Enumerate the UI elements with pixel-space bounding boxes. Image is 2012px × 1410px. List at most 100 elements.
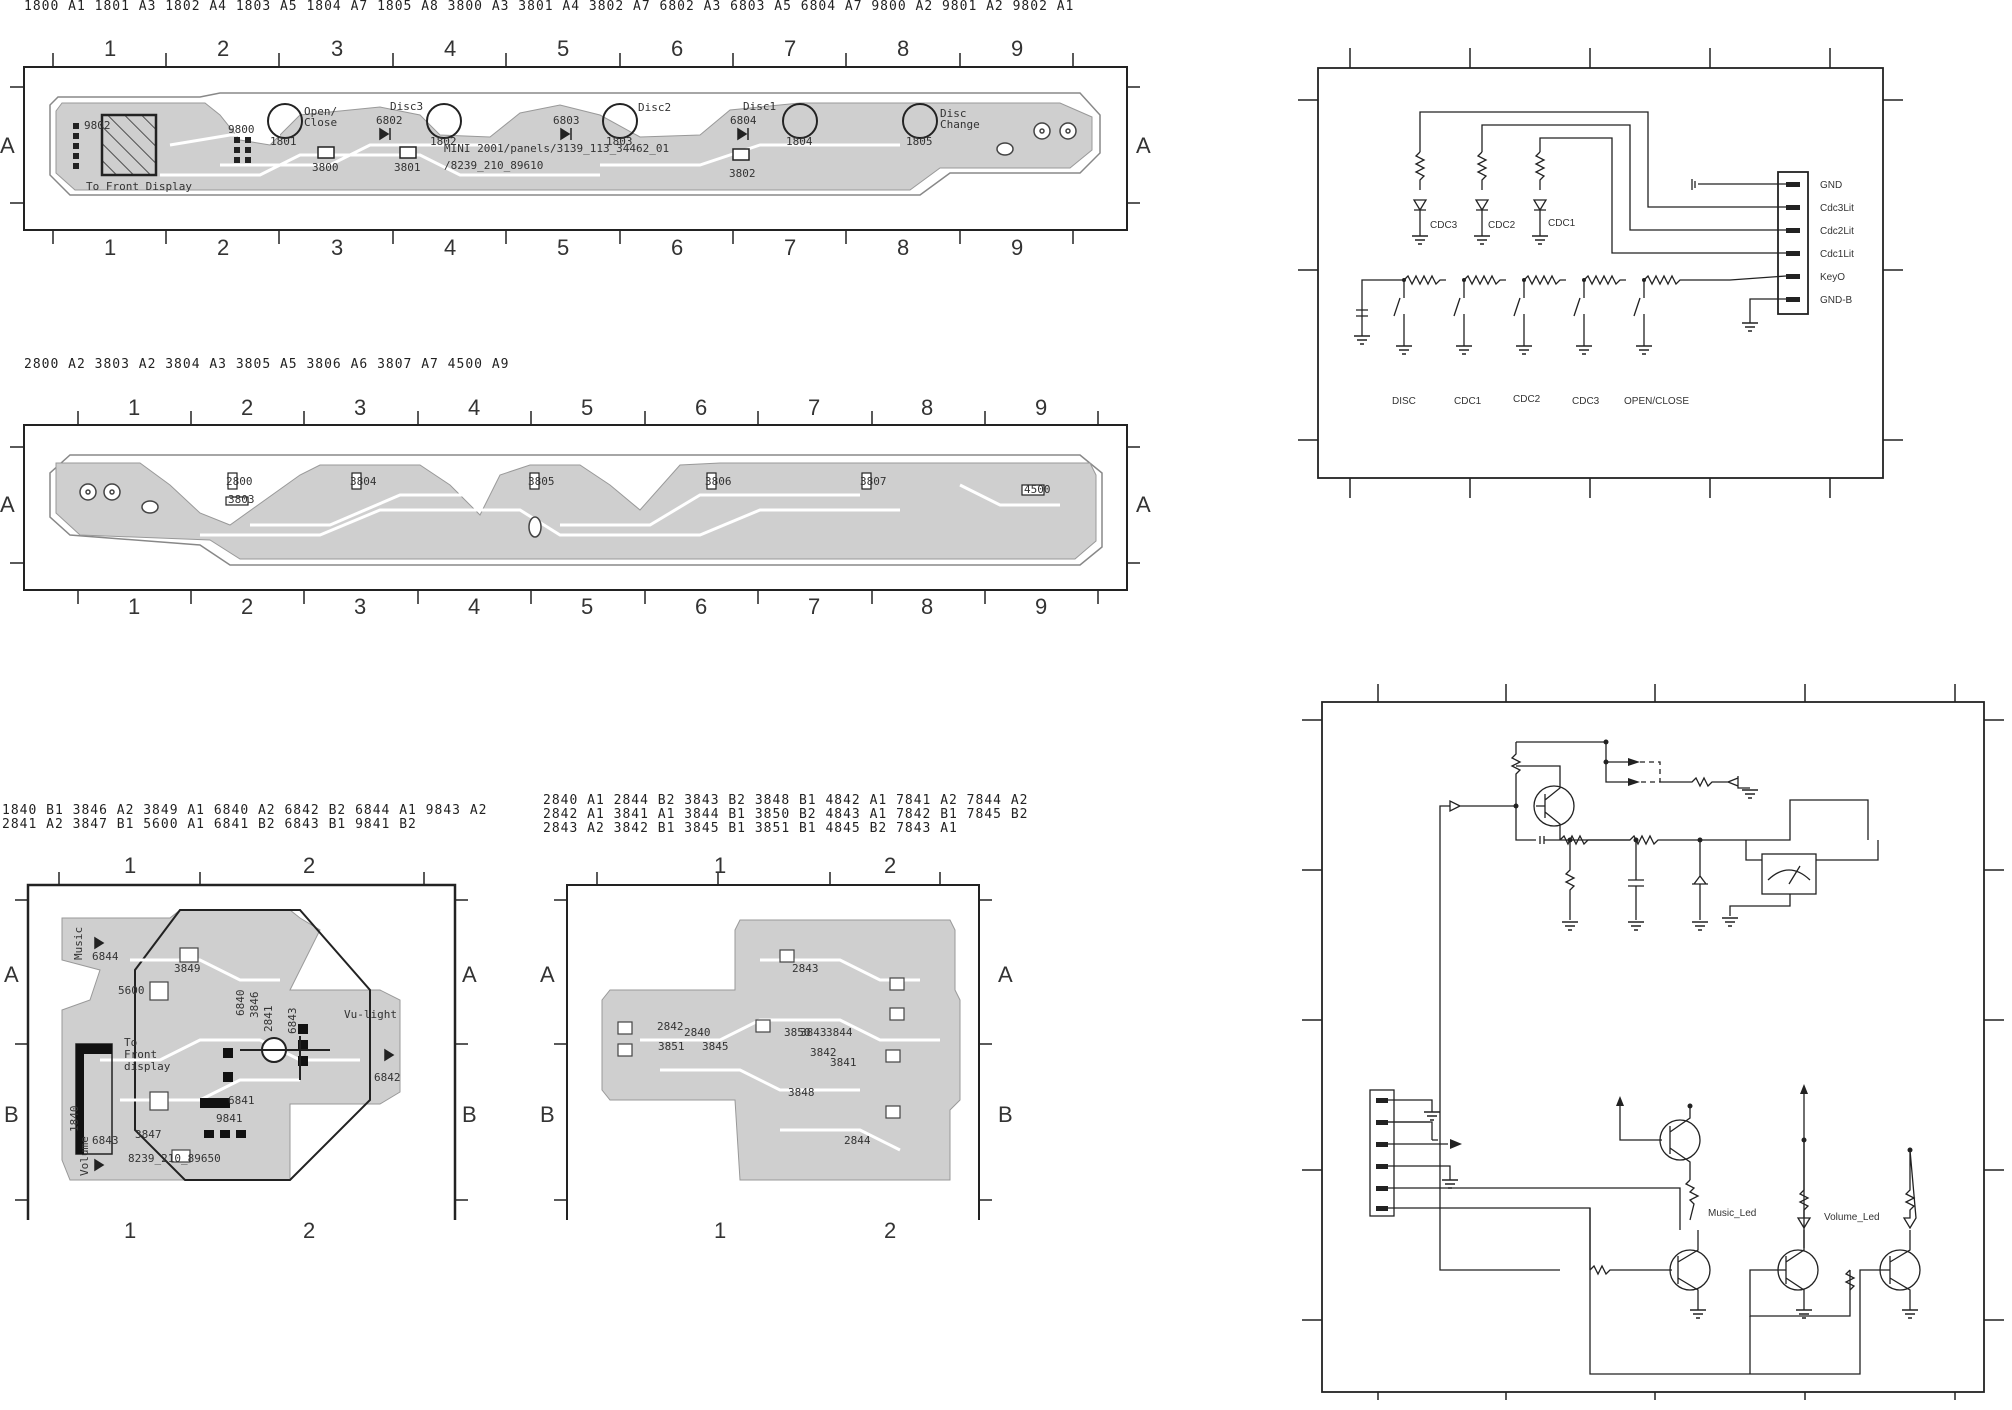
- b1-r1805: 1805: [906, 135, 933, 148]
- b2-col-bot-1: 1: [128, 594, 141, 619]
- s1-pin-gnd: GND: [1820, 180, 1842, 191]
- b1-col-bot-7: 7: [784, 235, 797, 260]
- b3-r6843b: 6843: [286, 1008, 299, 1035]
- b1-disc-change-1: Disc: [940, 107, 967, 120]
- b1-row-right-a: A: [1136, 133, 1151, 158]
- b4-r2844: 2844: [844, 1134, 871, 1147]
- board4-ref-list-2: 2842 A1 3841 A1 3844 B1 3850 B2 4843 A1 …: [543, 807, 1029, 822]
- b4-row-right-b: B: [998, 1102, 1013, 1127]
- b4-col-bot-1: 1: [714, 1218, 727, 1243]
- b3-to-front-2: Front: [124, 1048, 157, 1061]
- s1-sw-cdc2: CDC2: [1513, 394, 1541, 405]
- b4-r2840: 2840: [684, 1026, 711, 1039]
- b3-r3849: 3849: [174, 962, 201, 975]
- b3-col-top-2: 2: [303, 853, 316, 878]
- b4-r3844: 3844: [826, 1026, 853, 1039]
- s1-led-cdc2: CDC2: [1488, 220, 1516, 231]
- b3-col-top-1: 1: [124, 853, 137, 878]
- b1-r3800: 3800: [312, 161, 339, 174]
- board1-svg: Open/ Close Disc3 Disc2 Disc1 Disc Chang…: [10, 53, 1140, 244]
- b3-row-left-b: B: [4, 1102, 19, 1127]
- b1-r1803: 1803: [606, 135, 633, 148]
- b4-r2842: 2842: [657, 1020, 684, 1033]
- board3-ref-list-1: 1840 B1 3846 A2 3849 A1 6840 A2 6842 B2 …: [2, 803, 488, 818]
- b1-col-bot-2: 2: [217, 235, 230, 260]
- b2-col-top-9: 9: [1035, 395, 1048, 420]
- b3-r3846: 3846: [248, 992, 261, 1019]
- b2-col-top-1: 1: [128, 395, 141, 420]
- b3-music: Music: [72, 927, 85, 960]
- board4-ref-list-3: 2843 A2 3842 B1 3845 B1 3851 B1 4845 B2 …: [543, 821, 958, 836]
- b1-col-top-4: 4: [444, 36, 457, 61]
- b1-row-left-a: A: [0, 133, 15, 158]
- b2-col-top-7: 7: [808, 395, 821, 420]
- b1-r6803: 6803: [553, 114, 580, 127]
- b1-col-top-6: 6: [671, 36, 684, 61]
- b3-col-bot-2: 2: [303, 1218, 316, 1243]
- b3-r5600: 5600: [118, 984, 145, 997]
- b2-r4500: 4500: [1024, 483, 1051, 496]
- b4-row-right-a: A: [998, 962, 1013, 987]
- b1-col-top-1: 1: [104, 36, 117, 61]
- b2-col-bot-8: 8: [921, 594, 934, 619]
- b1-disc1: Disc1: [743, 100, 776, 113]
- board2-ref-list: 2800 A2 3803 A2 3804 A3 3805 A5 3806 A6 …: [24, 357, 510, 372]
- schematic2-svg: Music_Led Volume_Led: [1302, 684, 2004, 1400]
- b1-r6802: 6802: [376, 114, 403, 127]
- b2-col-bot-5: 5: [581, 594, 594, 619]
- b1-r9802: 9802: [84, 119, 111, 132]
- b1-col-top-8: 8: [897, 36, 910, 61]
- b3-r6841: 6841: [228, 1094, 255, 1107]
- b2-col-bot-3: 3: [354, 594, 367, 619]
- s1-sw-cdc3: CDC3: [1572, 396, 1600, 407]
- schematic1-svg: GND Cdc3Lit Cdc2Lit Cdc1Lit KeyO GND-B C…: [1298, 48, 1903, 498]
- b4-r3842: 3842: [810, 1046, 837, 1059]
- b4-r3845: 3845: [702, 1040, 729, 1053]
- s1-pin-cdc3lit: Cdc3Lit: [1820, 203, 1854, 214]
- b1-r1802: 1802: [430, 135, 457, 148]
- b3-r6843: 6843: [92, 1134, 119, 1147]
- b3-r6842: 6842: [374, 1071, 401, 1084]
- b4-col-top-2: 2: [884, 853, 897, 878]
- s1-led-cdc3: CDC3: [1430, 220, 1458, 231]
- board3-ref-list-2: 2841 A2 3847 B1 5600 A1 6841 B2 6843 B1 …: [2, 817, 417, 832]
- b3-to-front-3: display: [124, 1060, 171, 1073]
- b1-col-bot-6: 6: [671, 235, 684, 260]
- b1-open-close-2: Close: [304, 116, 337, 129]
- b2-col-top-5: 5: [581, 395, 594, 420]
- b1-col-bot-3: 3: [331, 235, 344, 260]
- b1-to-front: To Front Display: [86, 180, 192, 193]
- b3-volume: Volume: [78, 1136, 91, 1176]
- b4-r3843: 3843: [800, 1026, 827, 1039]
- b3-r3847: 3847: [135, 1128, 162, 1141]
- b2-r3803: 3803: [228, 493, 255, 506]
- b4-r3850: 3850: [784, 1026, 811, 1039]
- b3-row-left-a: A: [4, 962, 19, 987]
- b1-open-close-1: Open/: [304, 105, 337, 118]
- b4-r3841: 3841: [830, 1056, 857, 1069]
- board2-svg: 2800 3803 3804 3805 3806 3807 4500: [10, 411, 1140, 604]
- s2-music-led: Music_Led: [1708, 1208, 1756, 1219]
- b2-row-left-a: A: [0, 492, 15, 517]
- b3-r6844: 6844: [92, 950, 119, 963]
- board4-ref-list-1: 2840 A1 2844 B2 3843 B2 3848 B1 4842 A1 …: [543, 793, 1029, 808]
- b4-col-bot-2: 2: [884, 1218, 897, 1243]
- b1-r1801: 1801: [270, 135, 297, 148]
- b2-col-bot-9: 9: [1035, 594, 1048, 619]
- b1-r6804: 6804: [730, 114, 757, 127]
- b1-r3802: 3802: [729, 167, 756, 180]
- b3-r9841: 9841: [216, 1112, 243, 1125]
- b1-col-bot-1: 1: [104, 235, 117, 260]
- b2-col-top-8: 8: [921, 395, 934, 420]
- b2-col-bot-7: 7: [808, 594, 821, 619]
- s1-sw-disc: DISC: [1392, 396, 1416, 407]
- b1-col-top-3: 3: [331, 36, 344, 61]
- b1-col-bot-4: 4: [444, 235, 457, 260]
- b4-r3848: 3848: [788, 1086, 815, 1099]
- b1-disc2: Disc2: [638, 101, 671, 114]
- b1-col-top-5: 5: [557, 36, 570, 61]
- board1-ref-list: 1800 A1 1801 A3 1802 A4 1803 A5 1804 A7 …: [24, 0, 1075, 14]
- b1-col-top-9: 9: [1011, 36, 1024, 61]
- b3-col-bot-1: 1: [124, 1218, 137, 1243]
- b1-board-id-2: /8239_210_89610: [444, 159, 543, 172]
